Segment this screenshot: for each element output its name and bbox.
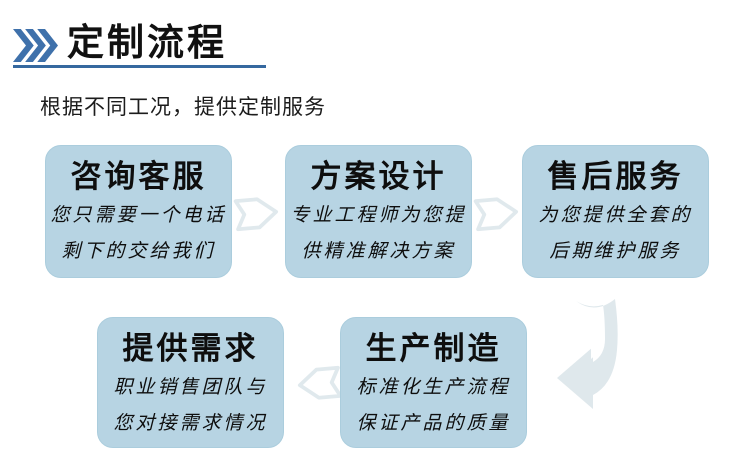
flow-step-desc-line: 保证产品的质量 <box>356 412 511 434</box>
flow-step-consult: 咨询客服 您只需要一个电话 剩下的交给我们 <box>45 145 232 278</box>
flow-step-title: 售后服务 <box>547 159 684 194</box>
flow-step-title: 方案设计 <box>310 159 447 194</box>
flow-step-title: 生产制造 <box>365 331 502 366</box>
bend-down-left-arrow-icon <box>557 299 618 409</box>
flow-step-aftersales: 售后服务 为您提供全套的 后期维护服务 <box>522 145 709 278</box>
triple-chevron-icon <box>13 29 58 62</box>
title-underline <box>13 65 266 68</box>
flow-step-title: 咨询客服 <box>70 159 207 194</box>
flow-step-desc-line: 剩下的交给我们 <box>61 240 216 262</box>
block-arrow-right-icon <box>473 197 519 232</box>
flow-step-desc-line: 职业销售团队与 <box>113 376 268 398</box>
flow-step-desc-line: 标准化生产流程 <box>356 376 511 398</box>
flow-step-desc-line: 后期维护服务 <box>549 240 682 262</box>
flow-step-desc-line: 供精准解决方案 <box>301 240 456 262</box>
flow-step-desc-line: 您对接需求情况 <box>113 412 268 434</box>
flow-step-requirements: 提供需求 职业销售团队与 您对接需求情况 <box>97 317 284 448</box>
page-title: 定制流程 <box>67 22 227 63</box>
flow-step-design: 方案设计 专业工程师为您提 供精准解决方案 <box>285 145 472 278</box>
flow-step-desc-line: 为您提供全套的 <box>538 204 693 226</box>
flow-step-title: 提供需求 <box>122 331 259 366</box>
flow-step-manufacturing: 生产制造 标准化生产流程 保证产品的质量 <box>340 317 527 448</box>
section-subtitle: 根据不同工况，提供定制服务 <box>40 96 326 119</box>
flow-step-desc-line: 您只需要一个电话 <box>50 204 227 226</box>
block-arrow-left-icon <box>297 365 343 400</box>
flow-step-desc-line: 专业工程师为您提 <box>290 204 467 226</box>
block-arrow-right-icon <box>233 197 279 232</box>
